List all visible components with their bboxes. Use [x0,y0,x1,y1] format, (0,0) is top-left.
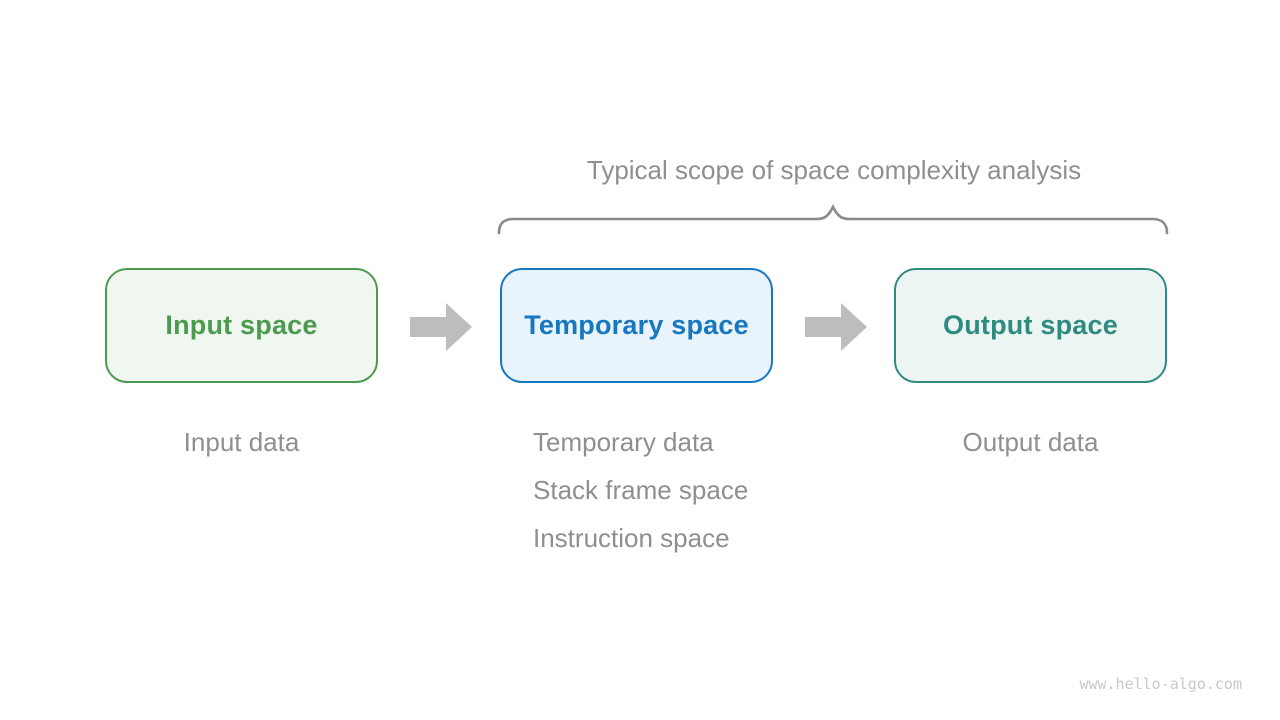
output-space-label: Output space [943,310,1118,340]
output-space-box: Output space [894,268,1167,383]
temporary-data-label: Temporary data [533,427,714,457]
temporary-space-box: Temporary space [500,268,773,383]
arrow-right-icon [805,303,867,351]
instruction-space-label: Instruction space [533,523,730,553]
temporary-space-label: Temporary space [524,310,749,340]
input-space-box: Input space [105,268,378,383]
curly-brace-icon [497,204,1169,235]
stack-frame-space-label: Stack frame space [533,475,749,505]
watermark: www.hello-algo.com [1079,675,1242,693]
scope-title: Typical scope of space complexity analys… [586,155,1082,185]
output-data-label: Output data [962,427,1099,457]
input-space-label: Input space [165,310,318,340]
input-data-label: Input data [183,427,300,457]
arrow-right-icon [410,303,472,351]
